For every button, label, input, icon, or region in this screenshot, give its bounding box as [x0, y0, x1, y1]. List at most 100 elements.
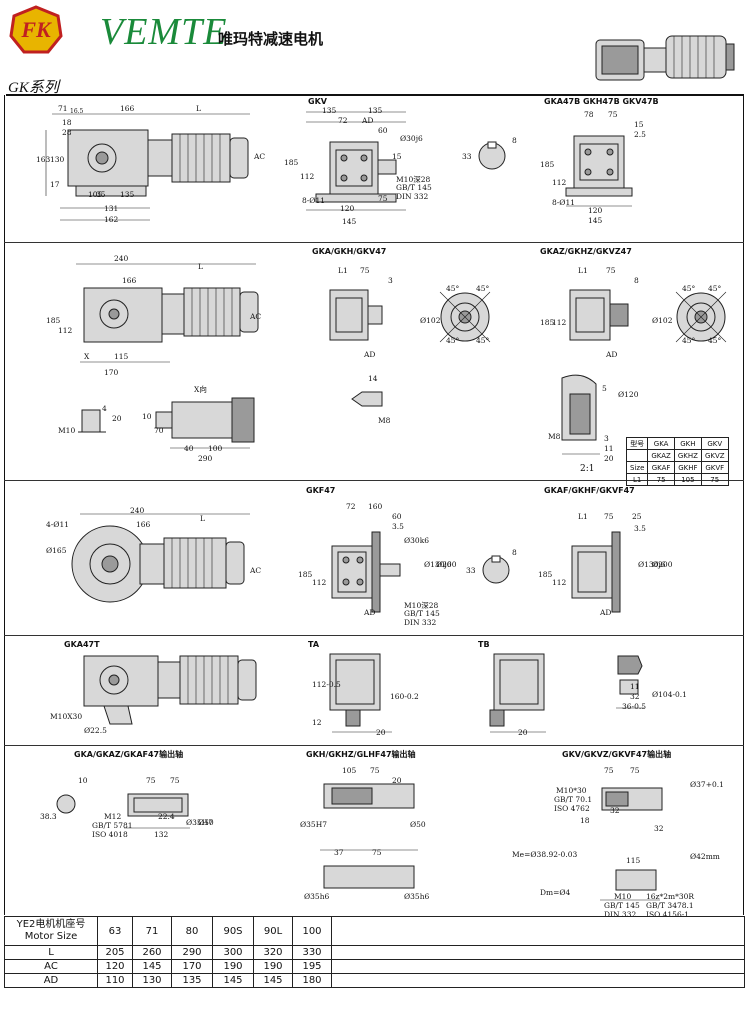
foot-detail: [78, 409, 106, 433]
dim-label: 8: [512, 136, 517, 145]
dim-label: L1: [338, 266, 348, 275]
dim-label: 32: [610, 806, 620, 815]
gka47t-side-view: [83, 655, 257, 725]
dim-label: L: [200, 514, 205, 523]
dim-label: 70: [154, 426, 164, 435]
row-label: AC: [4, 959, 98, 974]
drawing-title: TA: [308, 640, 320, 649]
dim-label: X向: [194, 385, 207, 394]
dim-label: GB/T 145: [604, 901, 640, 910]
dim-label: 20: [604, 454, 614, 463]
dim-label: M8: [378, 416, 391, 425]
value-cell: 135: [171, 973, 213, 988]
dim-label: 75: [170, 776, 180, 785]
dim-label: 11: [630, 682, 640, 691]
dim-label: ISO 4156-1: [646, 910, 690, 919]
dim-label: 3: [604, 434, 609, 443]
dim-label: 185: [298, 570, 313, 579]
dim-label: 240: [130, 506, 145, 515]
drawing-title: GKH/GKHZ/GLHF47输出轴: [306, 750, 416, 759]
spec-cell: GKHZ: [673, 449, 702, 462]
dim-label: 112: [552, 578, 567, 587]
dim-label: ISO 4762: [554, 804, 590, 813]
dim-label: GB/T 145: [396, 183, 432, 192]
drawing-title: GKA47B GKH47B GKV47B: [544, 97, 659, 106]
dim-label: Me=Ø38.92-0.03: [512, 850, 578, 859]
dim-label: 2.5: [634, 130, 646, 139]
dim-label: Ø50: [410, 820, 426, 829]
drawing-title: TB: [478, 640, 490, 649]
header-product-illustration: [595, 35, 735, 81]
dim-label: AD: [606, 350, 618, 359]
dim-label: 105: [88, 190, 103, 199]
value-cell: 320: [253, 945, 293, 960]
dim-label: 120: [588, 206, 603, 215]
dim-label: 75: [608, 110, 618, 119]
dim-label: 112: [300, 172, 315, 181]
gkf47-side-view: [71, 513, 250, 603]
spec-cell: 75: [647, 473, 675, 486]
size-cell: 63: [97, 916, 133, 946]
dim-label: Ø130j6: [638, 560, 666, 569]
value-cell: 205: [97, 945, 133, 960]
drawing-title: GKAF/GKHF/GKVF47: [544, 486, 635, 495]
dim-label: 12: [312, 718, 322, 727]
dim-label: 3: [388, 276, 393, 285]
dim-label: 40: [184, 444, 194, 453]
gka-output-shaft: [56, 793, 190, 829]
dim-label: X: [84, 352, 90, 361]
dim-label: 75: [630, 766, 640, 775]
dim-label: GB/T 70.1: [554, 795, 593, 804]
spec-cell: 型号: [625, 437, 649, 450]
scale-label: 2:1: [580, 464, 595, 474]
spec-cell: [625, 449, 649, 462]
dim-label: 45°: [682, 284, 696, 293]
dim-label: 37: [334, 848, 344, 857]
dim-label: 72: [338, 116, 348, 125]
dim-label: GB/T 5781: [92, 821, 133, 830]
dim-label: 166: [136, 520, 151, 529]
dim-label: 135: [322, 106, 337, 115]
dim-label: 5: [602, 384, 607, 393]
table-row: YE2电机机座号 Motor Size 63 71 80 90S 90L 100: [4, 916, 745, 946]
value-cell: 170: [171, 959, 213, 974]
dim-label: 10: [142, 412, 152, 421]
dim-label: 162: [104, 215, 119, 224]
value-cell: 290: [171, 945, 213, 960]
dim-label: AC: [254, 152, 266, 161]
dim-label: 36-0.5: [622, 702, 647, 711]
tb-detail-view: [616, 655, 644, 709]
dim-label: Ø22.5: [84, 726, 107, 735]
drawing-title: GKAZ/GKHZ/GKVZ47: [540, 247, 632, 256]
dim-label: M10*30: [556, 786, 587, 795]
value-cell: 145: [212, 973, 254, 988]
x-direction-view: [155, 397, 255, 449]
header-rule: [6, 94, 744, 96]
dim-label: 75: [146, 776, 156, 785]
spec-cell: GKAZ: [647, 449, 675, 462]
dim-label: 16.5: [70, 108, 84, 115]
dim-label: 45°: [476, 284, 490, 293]
table-filler: [331, 916, 745, 946]
dim-label: 10: [78, 776, 88, 785]
dim-label: 75: [370, 766, 380, 775]
dim-label: Ø35H7: [300, 820, 328, 829]
series-label: GK系列: [8, 80, 59, 96]
spec-cell: Size: [625, 461, 649, 474]
dim-label: 20: [518, 728, 528, 737]
dim-label: Ø37+0.1: [690, 780, 724, 789]
dim-label: 8-Ø11: [552, 198, 575, 207]
dim-label: 8: [634, 276, 639, 285]
value-cell: 180: [292, 973, 332, 988]
dim-label: 112: [552, 178, 567, 187]
dim-label: AC: [250, 312, 262, 321]
dim-label: 45°: [446, 336, 460, 345]
dim-label: 45°: [476, 336, 490, 345]
dim-label: L: [196, 104, 201, 113]
dim-label: 20: [112, 414, 122, 423]
dim-label: 132: [154, 830, 169, 839]
hollow-shaft-section: [561, 374, 600, 455]
gkf47-right-view: [571, 531, 621, 613]
spec-cell: 75: [700, 473, 729, 486]
